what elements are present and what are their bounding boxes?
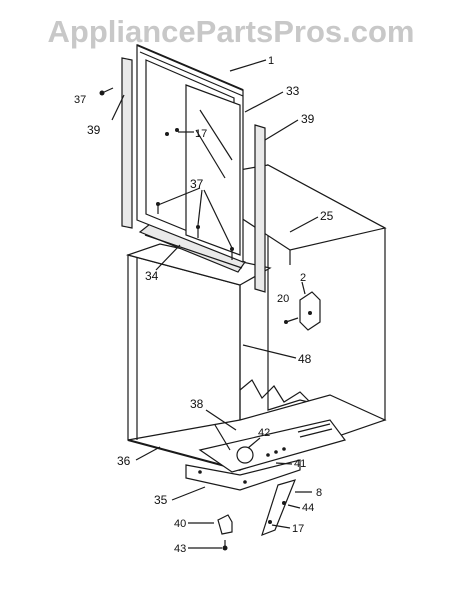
callout-labels: 1 37 39 33 39 17 37 25 34 2 20 48 38 42 … (74, 55, 334, 555)
callout-35: 35 (154, 493, 168, 507)
callout-44: 44 (302, 502, 314, 514)
callout-39-right: 39 (301, 112, 315, 126)
seal-strip-right-part-39 (254, 124, 266, 293)
bracket-part-2 (284, 291, 321, 331)
callout-25: 25 (320, 209, 334, 223)
callout-34: 34 (145, 269, 159, 283)
sill-strip-part-34 (138, 223, 246, 273)
callout-41: 41 (294, 458, 306, 470)
leader-lines (111, 59, 319, 549)
callout-39-left: 39 (87, 123, 101, 137)
callout-38: 38 (190, 397, 204, 411)
callout-43: 43 (174, 543, 186, 555)
callout-40: 40 (174, 518, 186, 530)
seal-strip-left-part-39 (121, 57, 133, 229)
callout-17-top: 17 (195, 128, 207, 140)
callout-2: 2 (300, 272, 306, 284)
callout-37-center: 37 (190, 177, 204, 191)
callout-36: 36 (117, 454, 131, 468)
callout-1: 1 (268, 55, 274, 67)
screws (99, 87, 234, 260)
clip-part-40 (217, 514, 233, 551)
callout-42: 42 (258, 427, 270, 439)
callout-17-bottom: 17 (292, 523, 304, 535)
callout-48: 48 (298, 352, 312, 366)
watermark: AppliancePartsPros.com (47, 14, 415, 49)
leg-bracket-part-8 (261, 479, 297, 537)
callout-20: 20 (277, 293, 289, 305)
callout-37-top: 37 (74, 94, 86, 106)
front-shell-part-36 (125, 243, 387, 471)
glass-pane-part-33 (185, 84, 241, 256)
base-plate (198, 419, 347, 473)
callout-8: 8 (316, 487, 322, 499)
bottom-rail-part-35 (185, 459, 301, 491)
callout-33: 33 (286, 84, 300, 98)
